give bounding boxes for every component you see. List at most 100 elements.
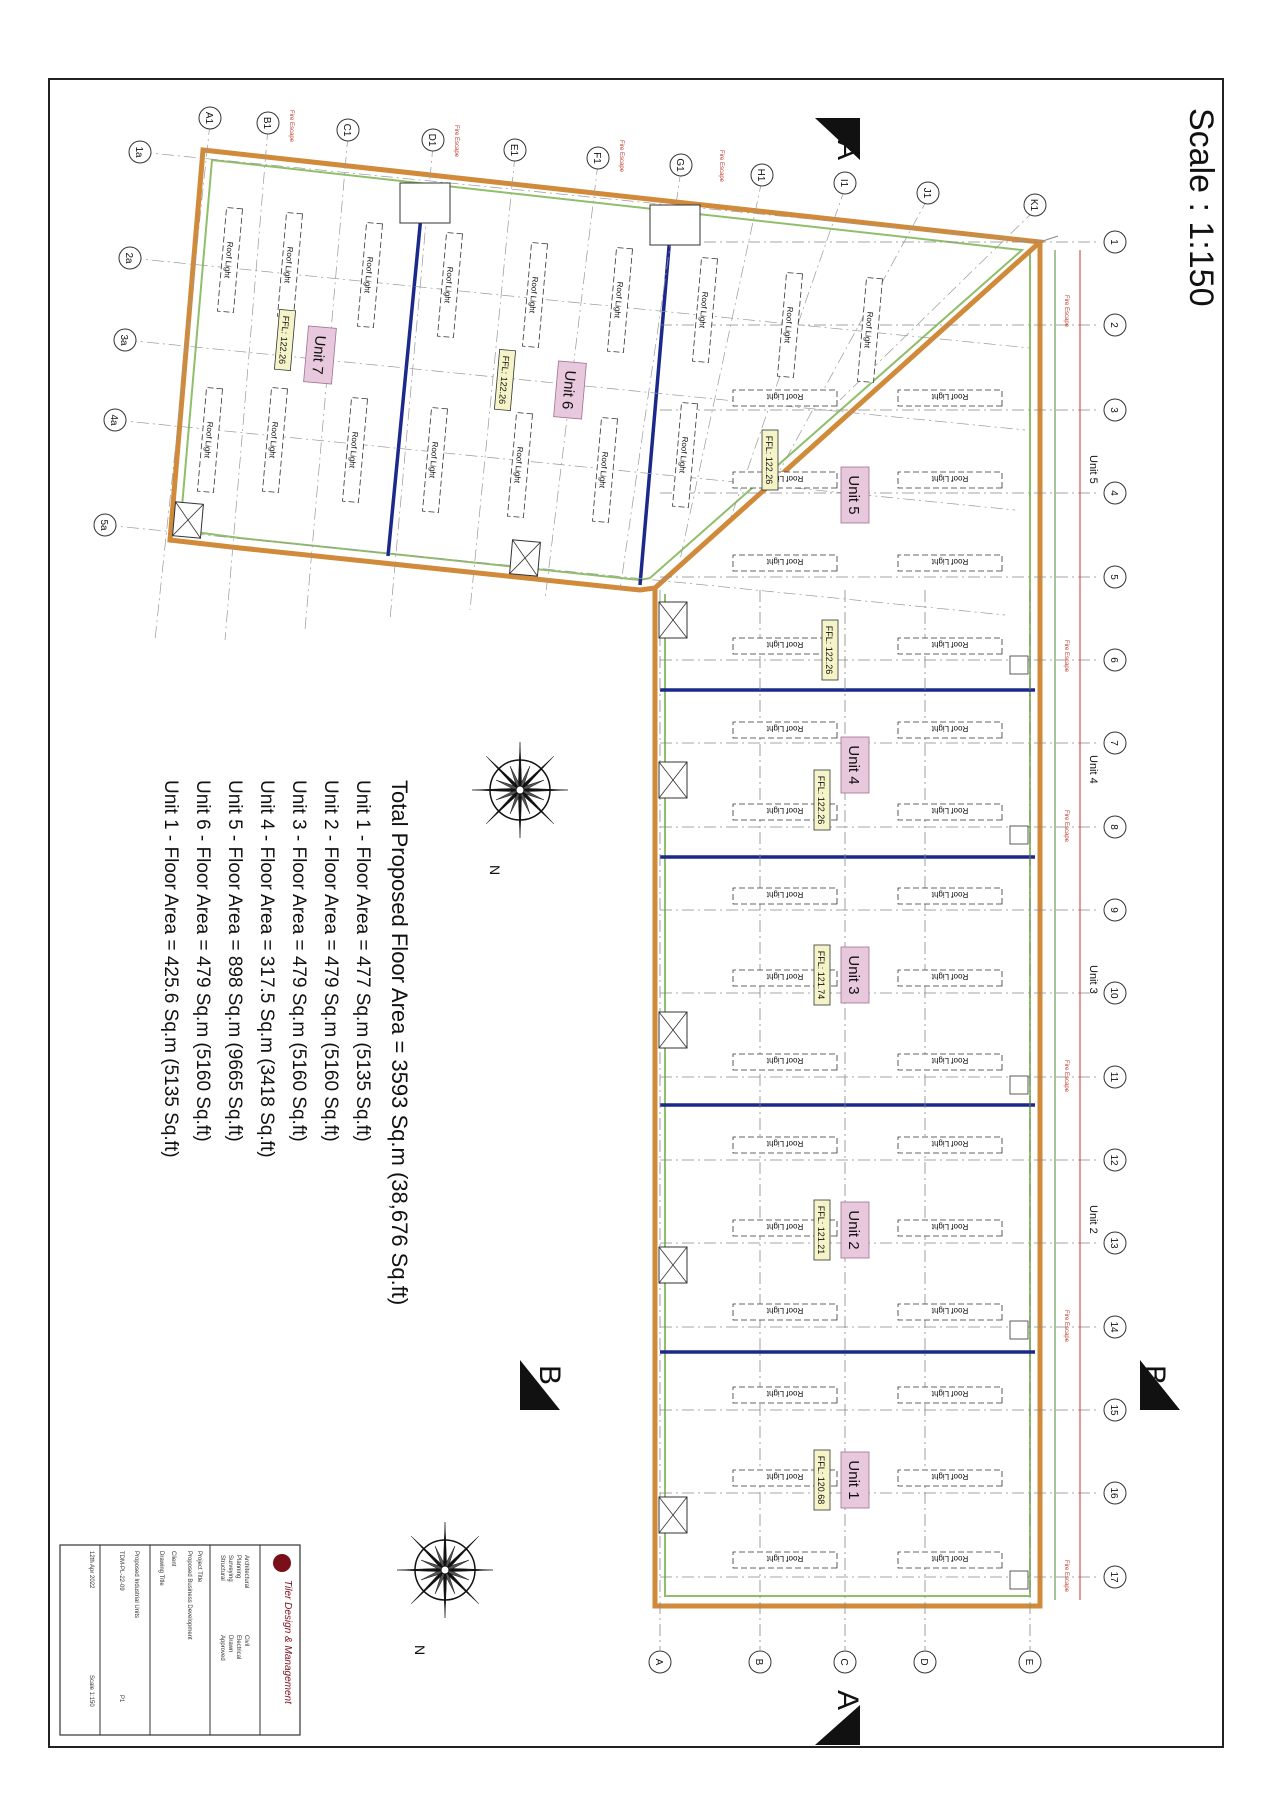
unit-label-box [553,360,587,420]
roof-light-label: Roof Light [597,451,609,489]
grid-bubble-label: 6 [1108,657,1119,663]
roof-light-label: Roof Light [931,1139,968,1148]
title-block-row: Civil [243,1635,249,1646]
grid-bubble-label: A [653,1659,664,1666]
roof-light-label: Roof Light [931,1056,968,1065]
grid-bubble-11: 11 [1103,1065,1127,1089]
roof-light-label: Roof Light [766,1056,803,1065]
dimension-strip [1054,250,1081,1600]
grid-bubble-15: 15 [1103,1398,1127,1422]
unit-label-box [840,946,870,1004]
roof-light-label: Roof Light [202,421,214,459]
grid-line [389,144,434,621]
unit-divider-5-6 [638,211,674,586]
fire-escape-label: Fire Escape [288,110,294,143]
grid-bubble-label: G1 [674,158,685,172]
roof-light-label: Roof Light [931,474,968,483]
unit-area-line: Unit 6 - Floor Area = 479 Sq.m (5160 Sq.… [192,780,213,1142]
grid-bubble-label: 4 [1108,490,1119,496]
section-mark-b-right: B [1138,1360,1180,1410]
fire-escape-label: Fire Escape [1063,295,1069,328]
section-label-b-left: B [533,1365,566,1385]
grid-bubble-label: 14 [1108,1321,1119,1333]
roof-light-label: Roof Light [766,474,803,483]
section-label-a-top: A [831,140,864,160]
roof-light: Roof Light [897,1303,1003,1321]
fire-escape-label: Fire Escape [1063,810,1069,843]
grid-line [224,127,269,641]
roof-light: Roof Light [897,389,1003,407]
unit-label-box [840,1201,870,1259]
grid-bubble-E: E [1018,1650,1042,1674]
roof-light: Roof Light [777,272,803,378]
roof-light: Roof Light [732,1303,838,1321]
unit-divider-6-7 [386,184,426,557]
ffl-value: FFL: 120.68 [816,1456,826,1505]
grid-bubble-17: 17 [1103,1565,1127,1589]
roof-light: Roof Light [897,969,1003,987]
unit-area-line: Unit 2 - Floor Area = 479 Sq.m (5160 Sq.… [320,780,341,1142]
section-mark-a-bottom: A [815,1690,864,1745]
ffl-box [813,944,831,1006]
grid-bubble-H1: H1 [750,163,774,187]
roof-light: Roof Light [897,887,1003,905]
roof-light: Roof Light [732,721,838,739]
grid-bubble-3a: 3a [113,328,137,352]
drawing-title-value: Proposed Industrial Units [133,1551,139,1618]
grid-bubble-2: 2 [1103,313,1127,337]
roof-light: Roof Light [897,637,1003,655]
grid-bubble-label: 3 [1108,407,1119,413]
roof-light: Roof Light [197,387,223,493]
grid-bubble-label: 5 [1108,574,1119,580]
roof-light-label: Roof Light [512,446,524,484]
grid-bubble-label: 17 [1108,1571,1119,1583]
section-mark-b-left: B [520,1360,566,1410]
roof-light: Roof Light [262,387,288,493]
roof-light-label: Roof Light [427,441,439,479]
loading-door [658,1496,688,1534]
unit-area-line: Unit 5 - Floor Area = 898 Sq.m (9665 Sq.… [224,780,245,1142]
title-block-row: Architectural [243,1555,249,1588]
grid-bubble-A: A [648,1650,672,1674]
roof-light: Roof Light [357,222,383,328]
grid-bubble-9: 9 [1103,898,1127,922]
loading-door [509,539,541,577]
roof-light: Roof Light [732,1053,838,1071]
grid-bubble-label: E [1023,1659,1034,1666]
grid-bubble-label: B1 [261,117,272,130]
roof-light: Roof Light [732,1551,838,1569]
grid-bubble-label: I1 [838,179,849,188]
grid-bubble-label: B [753,1659,764,1666]
loading-door [658,1246,688,1284]
personnel-door [1009,655,1029,675]
roof-light: Roof Light [277,212,303,318]
roof-light-label: Roof Light [282,246,294,284]
ffl-box [813,1199,831,1261]
roof-light: Roof Light [342,397,368,503]
roof-light-label: Roof Light [766,890,803,899]
grid-bubble-label: 10 [1108,987,1119,999]
grid-bubble-5: 5 [1103,565,1127,589]
unit-name: Unit 7 [308,335,328,376]
roof-light: Roof Light [732,1136,838,1154]
ffl-box [813,769,831,831]
total-area-text: Total Proposed Floor Area = 3593 Sq.m (3… [387,780,412,1305]
grid-bubble-7: 7 [1103,731,1127,755]
grid-bubble-label: C1 [341,124,352,137]
grid-bubble-label: 8 [1108,824,1119,830]
roof-light-label: Roof Light [931,1554,968,1563]
roof-light: Roof Light [732,1386,838,1404]
section-mark-a-top: A [815,118,864,160]
ffl-value: FFL: 122.26 [497,355,511,404]
grid-bubble-I1: I1 [833,171,857,195]
roof-light-label: Roof Light [442,266,454,304]
grid-line [729,187,846,521]
roof-light: Roof Light [897,1469,1003,1487]
grid-bubble-F1: F1 [586,146,610,170]
unit-label-box [840,736,870,794]
grid-bubble-label: A1 [203,112,214,125]
